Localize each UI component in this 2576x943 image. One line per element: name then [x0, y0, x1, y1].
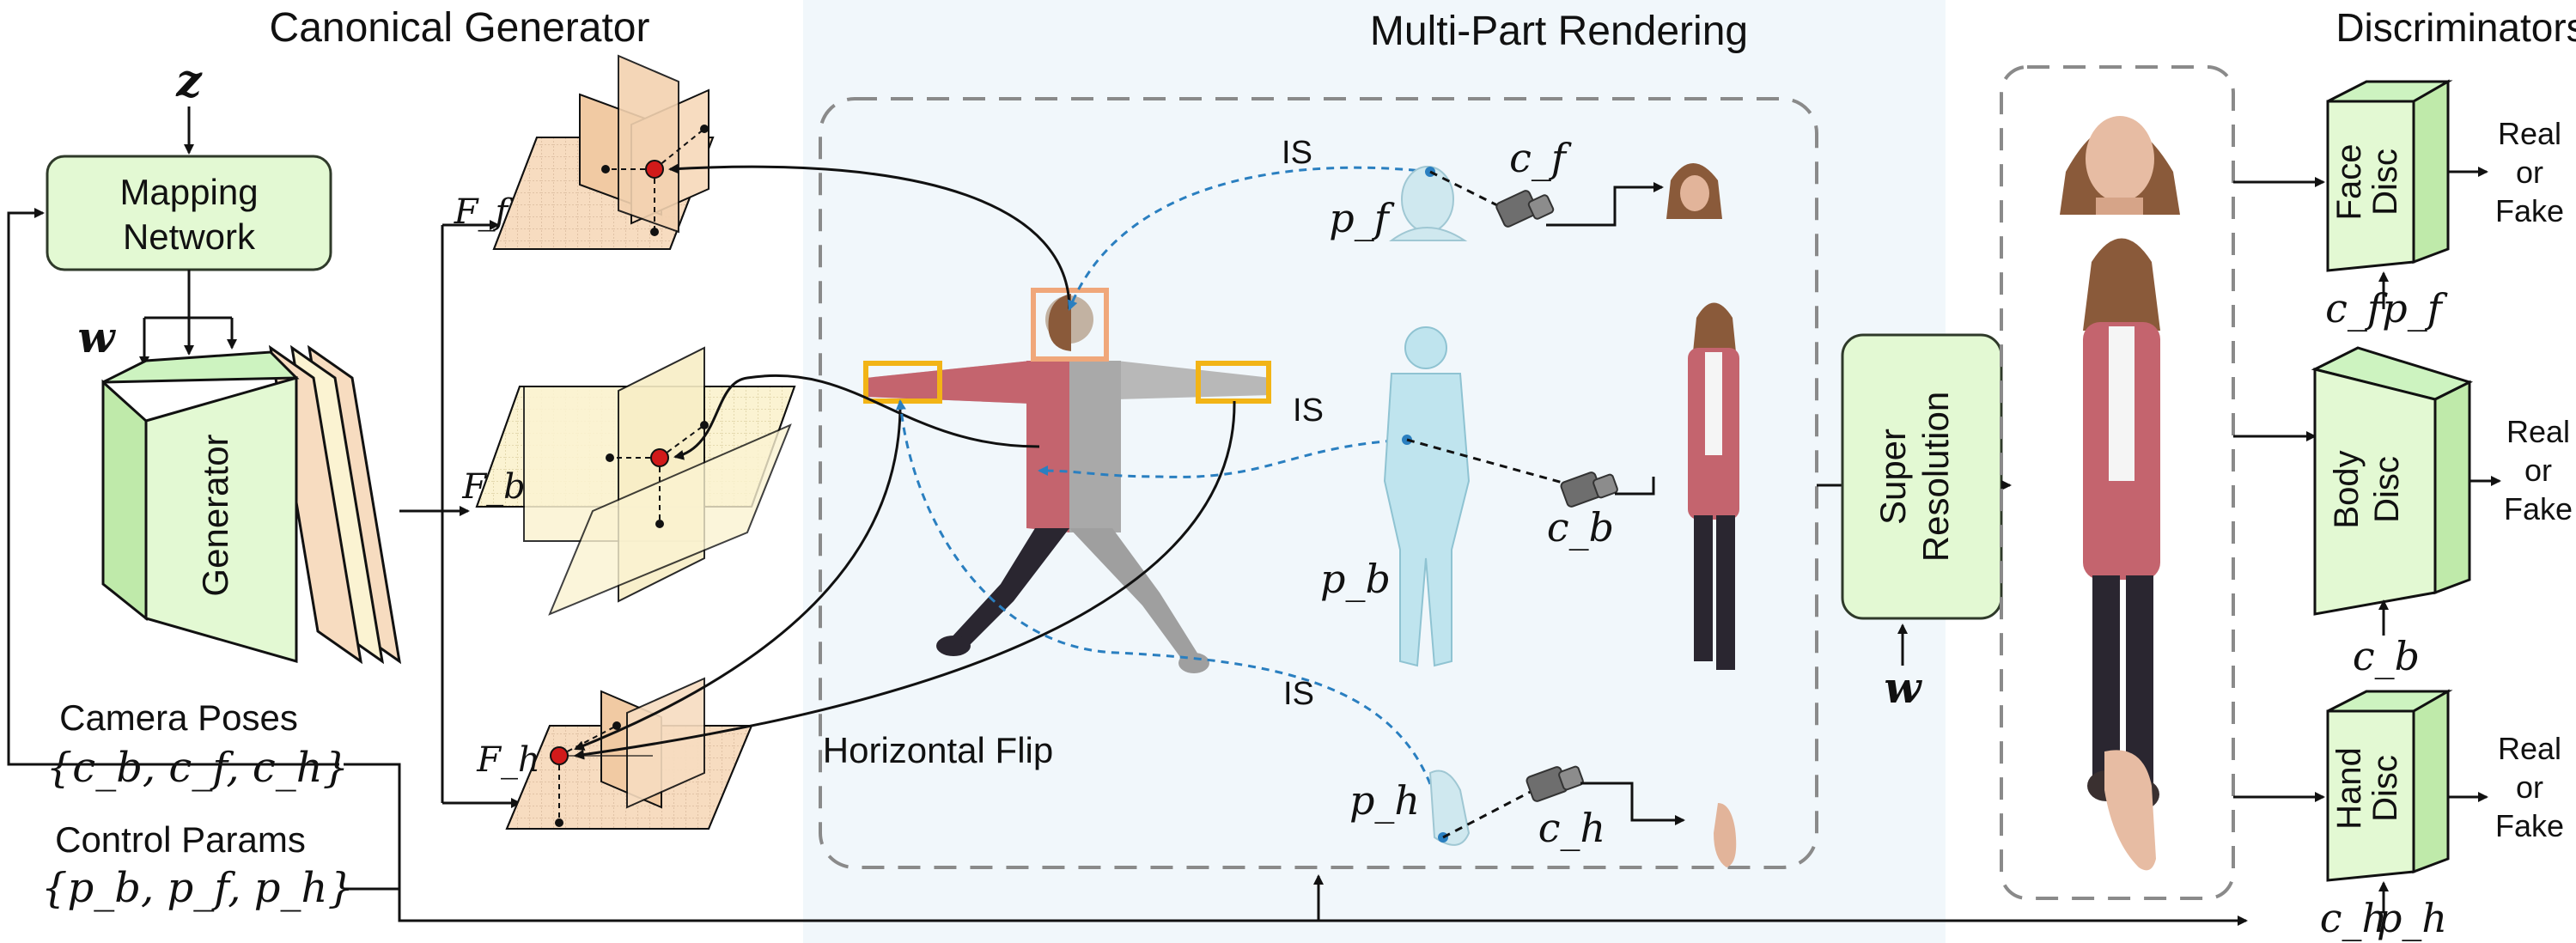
hand-out-line3: Fake — [2495, 808, 2564, 843]
camera-face-icon — [1495, 190, 1555, 228]
generator-label: Generator — [195, 434, 235, 596]
w-superres-label: w — [1884, 662, 1922, 713]
face-out-line1: Real — [2498, 116, 2561, 151]
lowres-body-render — [1688, 302, 1739, 670]
render-background — [803, 0, 1946, 943]
hand-out-line2: or — [2516, 770, 2543, 805]
canonical-body-figure — [866, 294, 1271, 673]
camera-face-label: c_f — [1509, 135, 1572, 181]
hand-crop-box-right — [1196, 361, 1271, 404]
is-label-hand: IS — [1283, 676, 1314, 712]
discriminators-title: Discriminators — [2335, 5, 2576, 50]
is-label-body: IS — [1293, 392, 1324, 429]
hand-discriminator-block — [2326, 689, 2453, 882]
super-resolution-line2: Resolution — [1915, 392, 1956, 562]
triplane-face — [492, 54, 715, 250]
hand-disc-cam: c_h — [2320, 895, 2387, 941]
mapping-label-line1: Mapping — [119, 172, 258, 212]
body-discriminator-block — [2311, 346, 2474, 616]
face-discriminator-block — [2326, 79, 2453, 272]
face-out-line2: or — [2516, 155, 2543, 190]
face-disc-cam: c_f — [2325, 285, 2388, 332]
camera-body-icon — [1560, 472, 1618, 508]
super-resolution-block — [1841, 333, 2003, 620]
face-disc-line1: Face — [2330, 144, 2368, 221]
horizontal-flip-label: Horizontal Flip — [823, 730, 1053, 770]
pose-body-label: p_b — [1320, 556, 1391, 602]
highres-body-render — [2083, 238, 2160, 810]
body-out-line2: or — [2524, 453, 2552, 488]
triplane-hand-label: F_h — [476, 740, 540, 780]
hand-out-line1: Real — [2498, 731, 2561, 766]
lowres-hand-render — [1714, 803, 1737, 867]
body-out-line3: Fake — [2504, 491, 2573, 526]
mapping-label-line2: Network — [123, 216, 256, 257]
z-latent-label: z — [175, 55, 203, 107]
face-disc-pose: p_f — [2382, 285, 2447, 332]
multi-part-render-box — [819, 97, 1818, 869]
control-params-label: Control Params — [55, 819, 306, 860]
high-res-output-box — [2000, 65, 2235, 900]
pose-face-label: p_f — [1329, 195, 1394, 241]
face-out-line3: Fake — [2495, 193, 2564, 228]
is-label-face: IS — [1282, 135, 1312, 171]
canonical-generator-title: Canonical Generator — [270, 5, 650, 51]
hand-disc-line1: Hand — [2330, 747, 2368, 830]
camera-poses-label: Camera Poses — [59, 697, 298, 738]
camera-hand-icon — [1526, 765, 1584, 802]
camera-body-label: c_b — [1547, 504, 1614, 551]
body-disc-cam: c_b — [2353, 633, 2420, 679]
generator-block — [101, 350, 300, 663]
triplane-face-label: F_f — [454, 192, 514, 232]
body-out-line1: Real — [2506, 414, 2570, 449]
hand-disc-pose: p_h — [2377, 895, 2447, 941]
highres-face-render — [2060, 116, 2180, 215]
face-crop-box — [1031, 288, 1109, 362]
hand-disc-line2: Disc — [2366, 755, 2404, 822]
face-disc-line2: Disc — [2366, 149, 2404, 216]
camera-poses-set: {c_b, c_f, c_h} — [46, 744, 349, 792]
super-resolution-line1: Super — [1873, 429, 1913, 525]
multi-part-rendering-title: Multi-Part Rendering — [1370, 9, 1748, 54]
body-mesh — [1383, 326, 1471, 667]
control-params-set: {p_b, p_f, p_h} — [41, 864, 354, 912]
body-disc-line1: Body — [2328, 450, 2366, 528]
camera-hand-label: c_h — [1538, 805, 1605, 851]
lowres-face-render — [1666, 163, 1722, 219]
triplane-hand — [505, 677, 753, 830]
triplane-body-label: F_b — [461, 467, 525, 507]
face-mesh — [1388, 166, 1468, 241]
w-style-label: w — [77, 312, 116, 362]
body-disc-line2: Disc — [2368, 456, 2406, 523]
pose-hand-label: p_h — [1349, 777, 1420, 824]
hand-mesh — [1428, 770, 1471, 846]
highres-hand-render — [2104, 750, 2156, 871]
